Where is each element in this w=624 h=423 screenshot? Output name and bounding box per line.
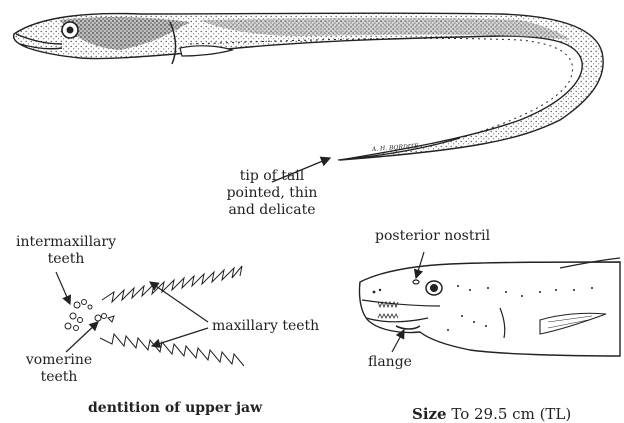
- tail-note-line3: and delicate: [212, 202, 332, 219]
- maxillary-arrow-lower: [152, 328, 208, 346]
- vomerine-label-line1: vomerine: [4, 352, 114, 369]
- pectoral-fin: [180, 46, 232, 56]
- size-value: To 29.5 cm (TL): [451, 405, 571, 423]
- tail-note-line1: tip of tail: [212, 168, 332, 185]
- vomerine-label: vomerine teeth: [4, 352, 114, 386]
- head-closeup: [359, 252, 620, 356]
- intermaxillary-arrow: [56, 272, 70, 304]
- dentition-caption: dentition of upper jaw: [88, 400, 262, 417]
- size-line: Size To 29.5 cm (TL): [412, 406, 571, 423]
- lower-maxillary-row: [100, 334, 244, 366]
- intermaxillary-teeth-marks: [65, 300, 92, 331]
- flange-label: flange: [368, 354, 412, 371]
- maxillary-label: maxillary teeth: [212, 318, 319, 335]
- flange-arrow: [392, 330, 404, 352]
- posterior-nostril-label: posterior nostril: [375, 228, 490, 245]
- head-outline: [359, 262, 620, 356]
- intermaxillary-label-line1: intermaxillary: [6, 234, 126, 251]
- tail-note-line2: pointed, thin: [212, 185, 332, 202]
- intermaxillary-label-line2: teeth: [6, 251, 126, 268]
- tail-note: tip of tail pointed, thin and delicate: [212, 168, 332, 219]
- intermaxillary-label: intermaxillary teeth: [6, 234, 126, 268]
- maxillary-arrow-upper: [150, 282, 208, 322]
- size-label: Size: [412, 405, 447, 423]
- vomerine-label-line2: teeth: [4, 369, 114, 386]
- vomerine-teeth-marks: [95, 314, 114, 323]
- eel-drawing: [14, 13, 604, 160]
- dentition-diagram: [56, 266, 244, 366]
